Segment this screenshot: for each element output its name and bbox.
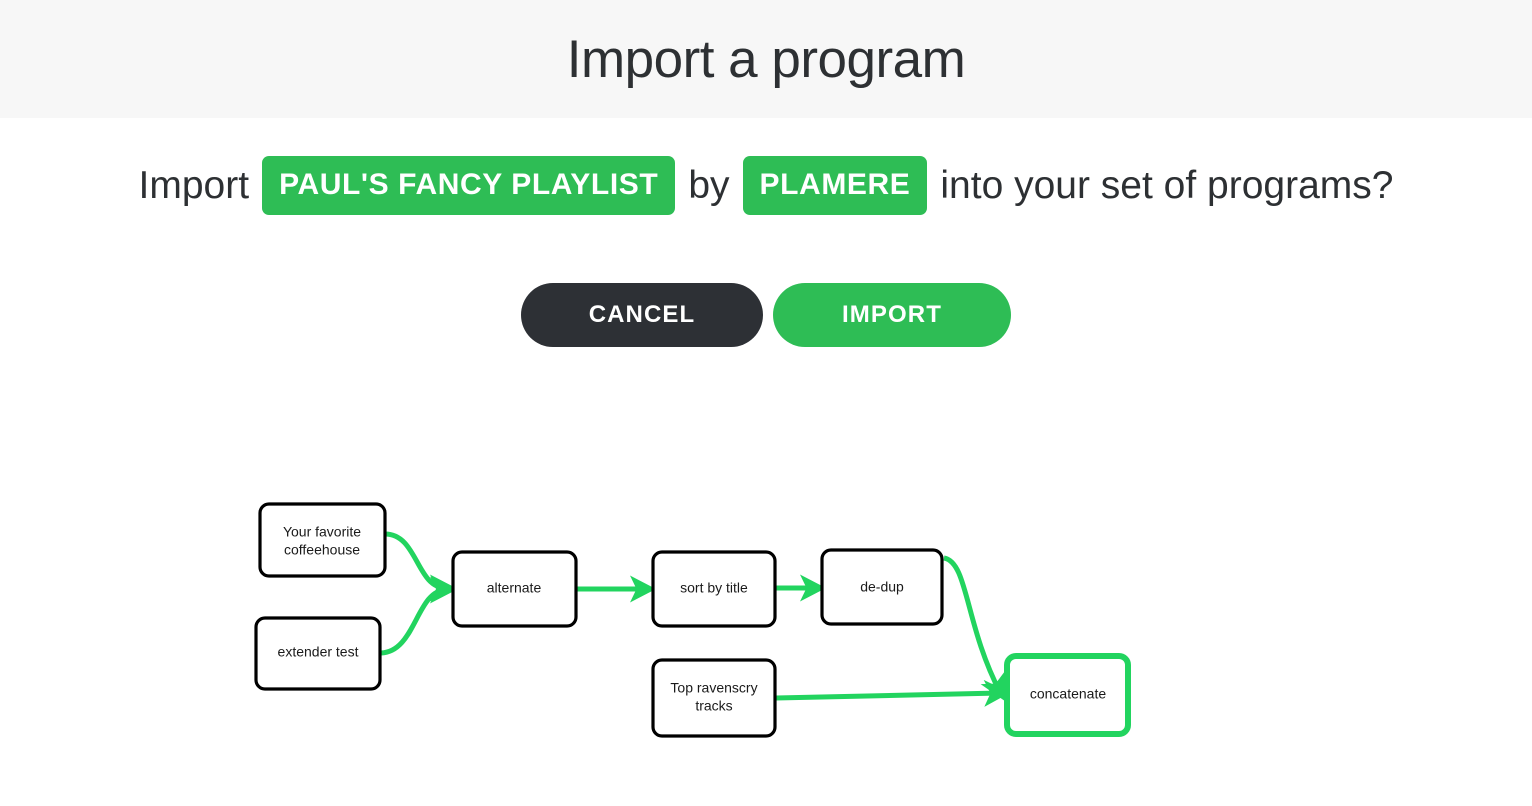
import-button[interactable]: IMPORT — [773, 283, 1011, 347]
flow-node-extender-label: extender test — [278, 644, 359, 660]
flow-node-concatenate-label: concatenate — [1030, 686, 1106, 702]
flow-node-alternate[interactable]: alternate — [451, 550, 578, 628]
page-title: Import a program — [566, 29, 966, 89]
flow-node-coffeehouse-box[interactable] — [258, 502, 387, 578]
flow-node-dedup-box[interactable] — [820, 548, 944, 626]
flow-node-dedup[interactable]: de-dup — [820, 548, 944, 626]
flow-node-coffeehouse-label-line2: coffeehouse — [284, 542, 360, 558]
prompt-by-text: by — [688, 164, 730, 207]
program-flow-diagram: Your favorite coffeehouse extender test … — [0, 470, 1532, 770]
action-button-row: CANCEL IMPORT — [0, 283, 1532, 347]
flow-node-extender[interactable]: extender test — [254, 616, 382, 691]
flow-node-ravenscry-box[interactable] — [651, 658, 777, 738]
flow-node-concatenate[interactable]: concatenate — [1004, 653, 1131, 737]
program-name-badge: PAUL'S FANCY PLAYLIST — [262, 156, 676, 215]
flow-node-sort[interactable]: sort by title — [651, 550, 777, 628]
flow-edges — [379, 531, 1010, 707]
author-badge: PLAMERE — [742, 156, 928, 215]
flow-node-alternate-label: alternate — [487, 580, 542, 596]
flow-node-alternate-box[interactable] — [451, 550, 578, 628]
flow-node-concatenate-box[interactable] — [1004, 653, 1131, 737]
cancel-button[interactable]: CANCEL — [521, 283, 763, 347]
edge-dedup-to-concatenate — [943, 555, 1005, 701]
page-header: Import a program — [0, 0, 1532, 118]
flow-node-ravenscry-label-line1: Top ravenscry — [670, 680, 757, 696]
flow-node-dedup-label: de-dup — [860, 579, 904, 595]
flow-node-ravenscry[interactable]: Top ravenscry tracks — [651, 658, 777, 738]
flow-node-sort-box[interactable] — [651, 550, 777, 628]
prompt-lead-text: Import — [138, 164, 250, 207]
confirm-prompt-line: Import PAUL'S FANCY PLAYLIST by PLAMERE … — [133, 156, 1400, 215]
confirm-prompt: Import PAUL'S FANCY PLAYLIST by PLAMERE … — [0, 156, 1532, 215]
flow-node-ravenscry-label-line2: tracks — [695, 698, 732, 714]
edge-ravenscry-to-concatenate — [775, 679, 1010, 707]
flow-node-sort-label: sort by title — [680, 580, 748, 596]
prompt-tail-text: into your set of programs? — [940, 164, 1394, 207]
edge-extender-to-alternate — [379, 576, 456, 656]
edge-coffeehouse-to-alternate — [384, 531, 456, 602]
flow-node-extender-box[interactable] — [254, 616, 382, 691]
flow-node-coffeehouse[interactable]: Your favorite coffeehouse — [258, 502, 387, 578]
flow-node-coffeehouse-label-line1: Your favorite — [283, 524, 361, 540]
